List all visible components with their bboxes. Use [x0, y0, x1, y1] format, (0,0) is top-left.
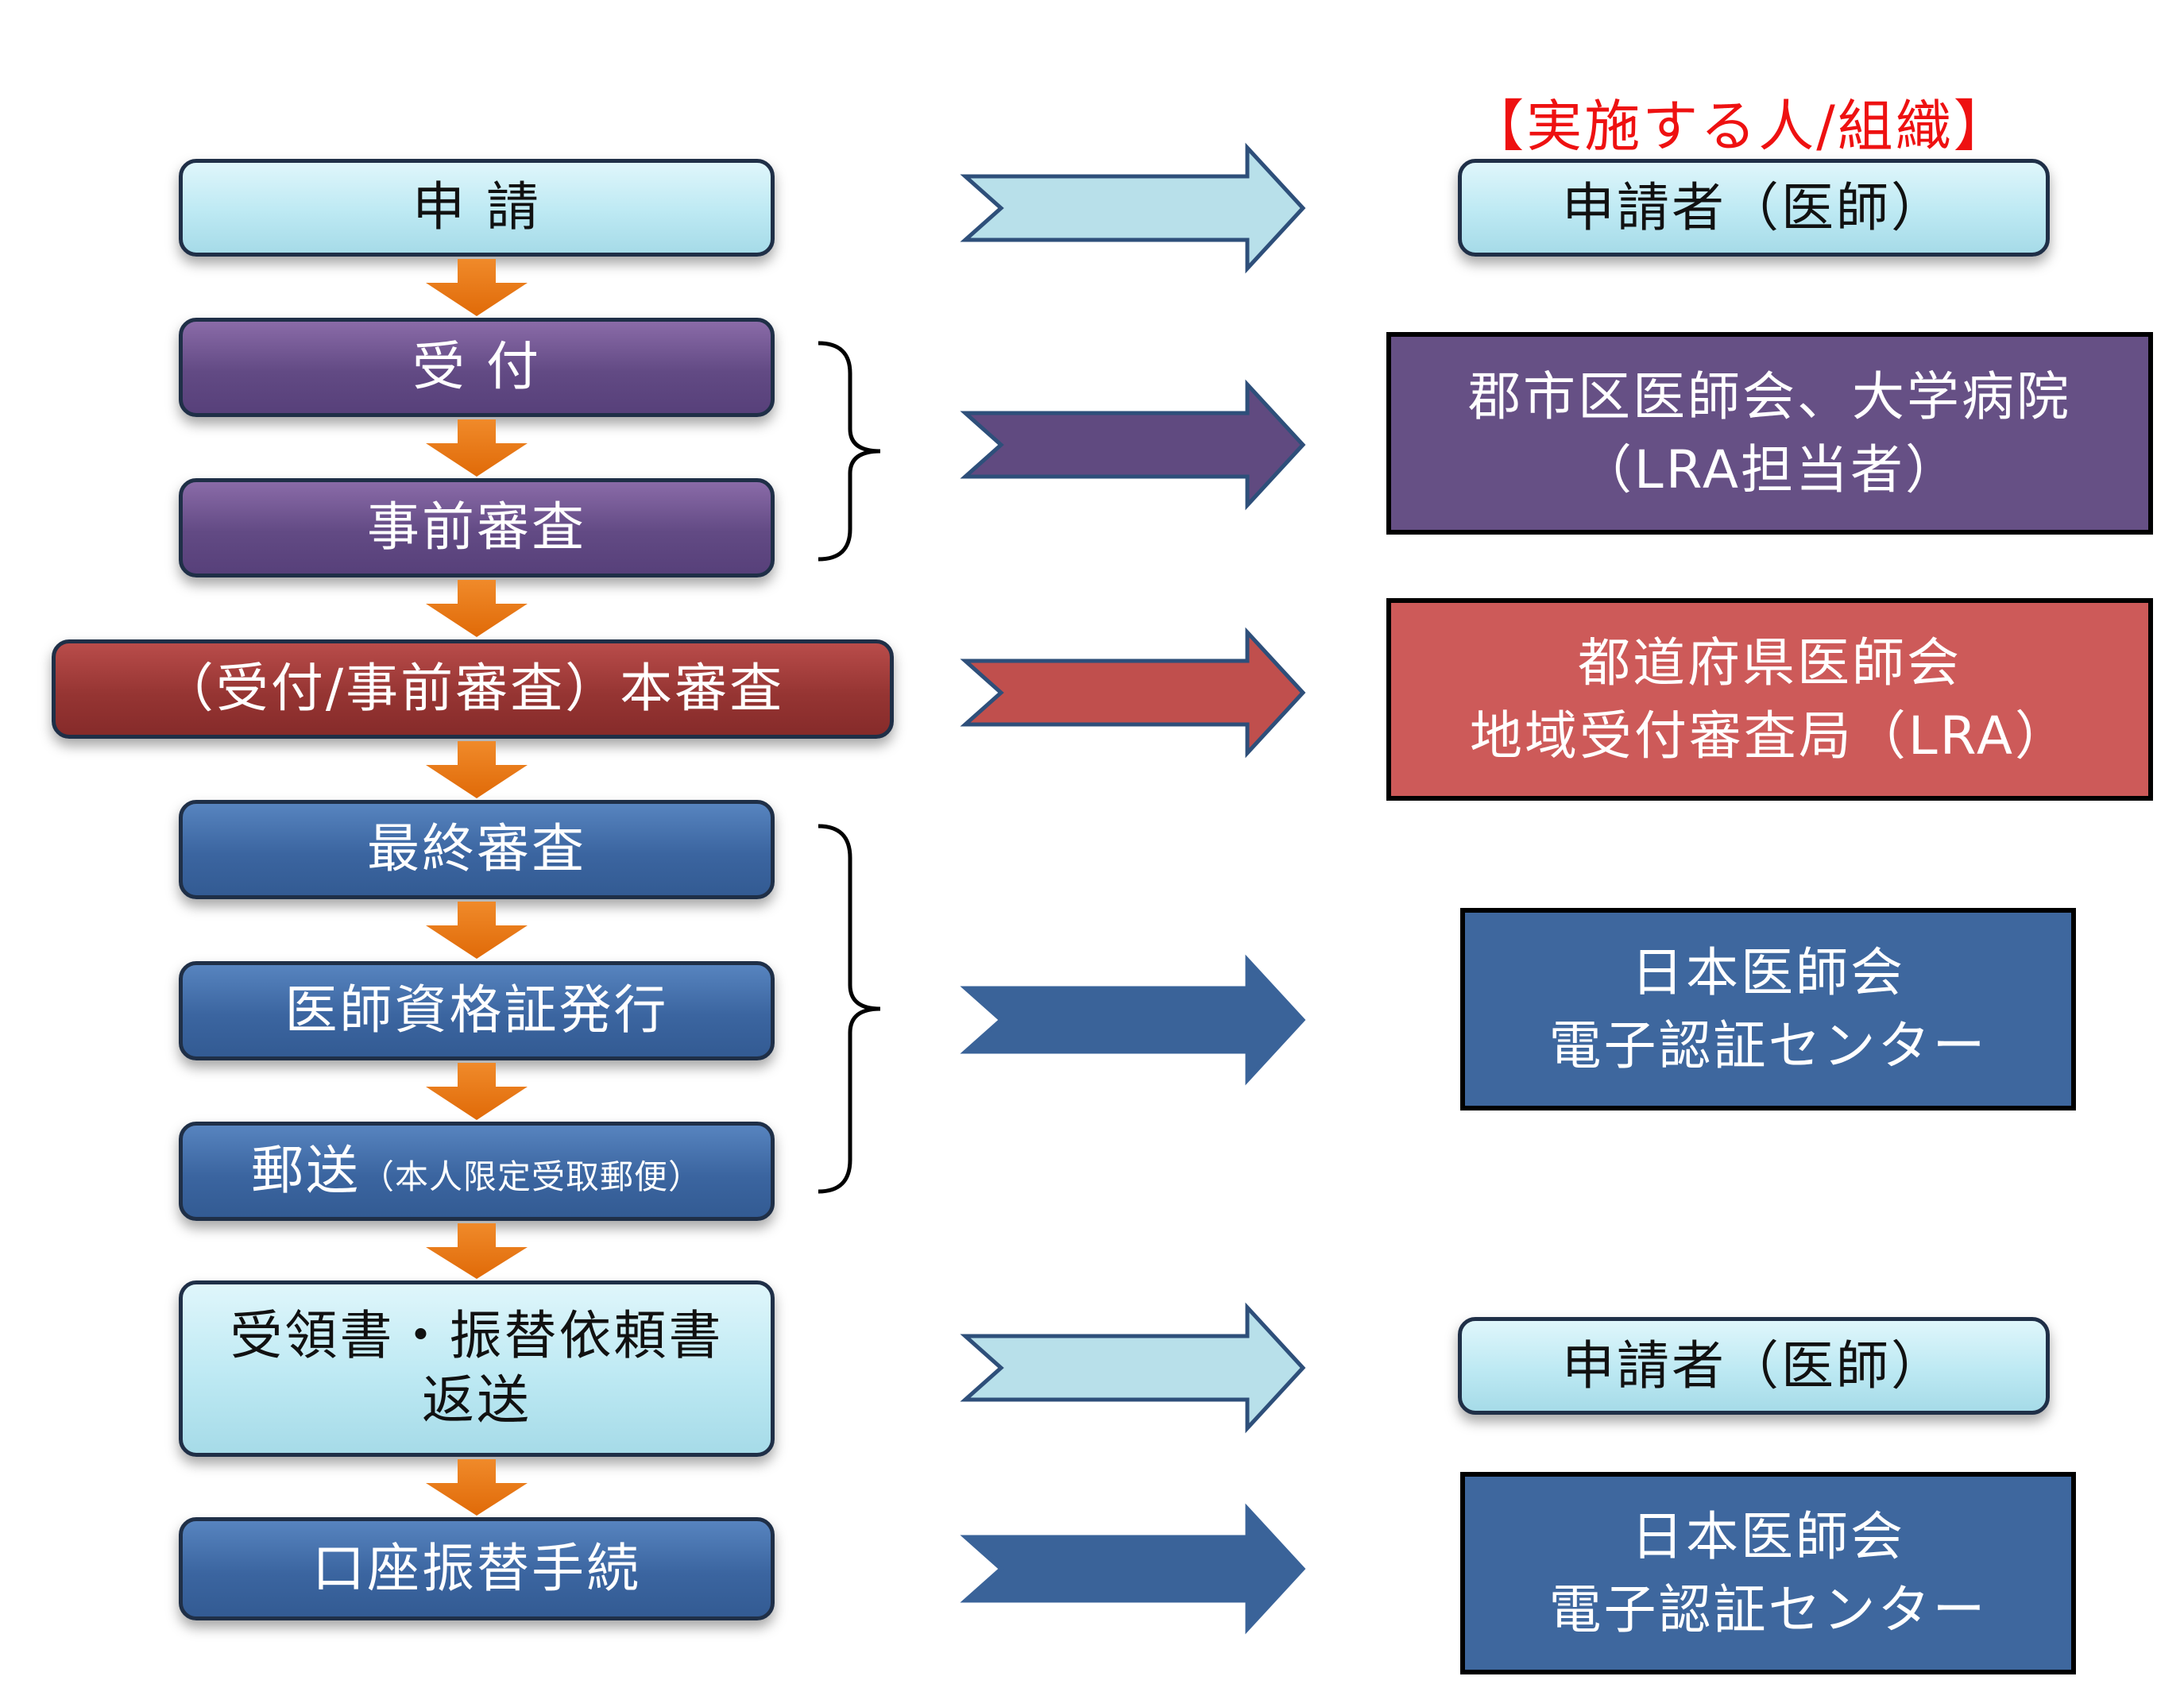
actor-label-line2: （LRA担当者） — [1579, 438, 1961, 500]
right-arrow-icon — [960, 627, 1306, 759]
right-arrow-icon — [960, 1302, 1306, 1434]
right-arrow-icon — [960, 1503, 1306, 1635]
down-arrow-icon — [426, 259, 528, 316]
right-arrow-icon — [960, 954, 1306, 1086]
actor-jma-certification-center: 日本医師会 電子認証センター — [1460, 908, 2076, 1110]
actor-label-line2: 電子認証センター — [1548, 1578, 1988, 1640]
actor-label-line2: 地域受付審査局（LRA） — [1469, 705, 2070, 767]
actor-local-medical-association: 郡市区医師会、大学病院 （LRA担当者） — [1386, 332, 2153, 535]
down-arrow-icon — [426, 419, 528, 477]
actor-applicant-2: 申請者（医師） — [1458, 1317, 2050, 1415]
actor-label-line1: 日本医師会 — [1631, 942, 1905, 1004]
brace-icon — [818, 341, 881, 562]
step-receipt-return: 受領書・振替依頼書 返送 — [179, 1280, 775, 1457]
right-arrow-icon — [960, 379, 1306, 511]
down-arrow-icon — [426, 741, 528, 798]
step-label: 郵送 — [250, 1140, 361, 1202]
actor-label: 申請者（医師） — [1562, 176, 1946, 238]
header-title: 【実施する人/組織】 — [1468, 93, 2012, 159]
step-bank-transfer: 口座振替手続 — [179, 1517, 775, 1620]
actor-prefectural-lra: 都道府県医師会 地域受付審査局（LRA） — [1386, 598, 2153, 801]
step-main-review: （受付/事前審査）本審査 — [52, 639, 894, 739]
step-label: 口座振替手続 — [312, 1537, 641, 1599]
step-label-line2: 返送 — [422, 1369, 532, 1431]
step-final-review: 最終審査 — [179, 800, 775, 899]
actor-label-line1: 日本医師会 — [1631, 1506, 1905, 1568]
actor-label-line1: 都道府県医師会 — [1578, 632, 1962, 694]
step-mailing: 郵送 （本人限定受取郵便） — [179, 1122, 775, 1221]
down-arrow-icon — [426, 1459, 528, 1516]
down-arrow-icon — [426, 1063, 528, 1120]
step-pre-review: 事前審査 — [179, 478, 775, 577]
down-arrow-icon — [426, 1223, 528, 1279]
step-label: 受 付 — [412, 336, 541, 398]
actor-applicant: 申請者（医師） — [1458, 159, 2050, 257]
step-label: 最終審査 — [367, 818, 586, 880]
actor-label-line2: 電子認証センター — [1548, 1014, 1988, 1076]
step-label: 事前審査 — [367, 496, 586, 558]
step-label: （受付/事前審査）本審査 — [160, 658, 785, 720]
step-application: 申 請 — [179, 159, 775, 257]
step-note: （本人限定受取郵便） — [360, 1157, 702, 1196]
step-label-line1: 受領書・振替依頼書 — [230, 1305, 724, 1367]
right-arrow-icon — [960, 142, 1306, 274]
step-reception: 受 付 — [179, 318, 775, 417]
actor-label: 申請者（医師） — [1562, 1334, 1946, 1396]
actor-jma-certification-center-2: 日本医師会 電子認証センター — [1460, 1472, 2076, 1674]
actor-label-line1: 郡市区医師会、大学病院 — [1468, 366, 2071, 428]
step-label: 医師資格証発行 — [284, 979, 669, 1041]
step-certificate-issue: 医師資格証発行 — [179, 961, 775, 1060]
down-arrow-icon — [426, 580, 528, 637]
step-label: 申 請 — [412, 176, 541, 238]
down-arrow-icon — [426, 902, 528, 959]
brace-icon — [818, 824, 881, 1194]
